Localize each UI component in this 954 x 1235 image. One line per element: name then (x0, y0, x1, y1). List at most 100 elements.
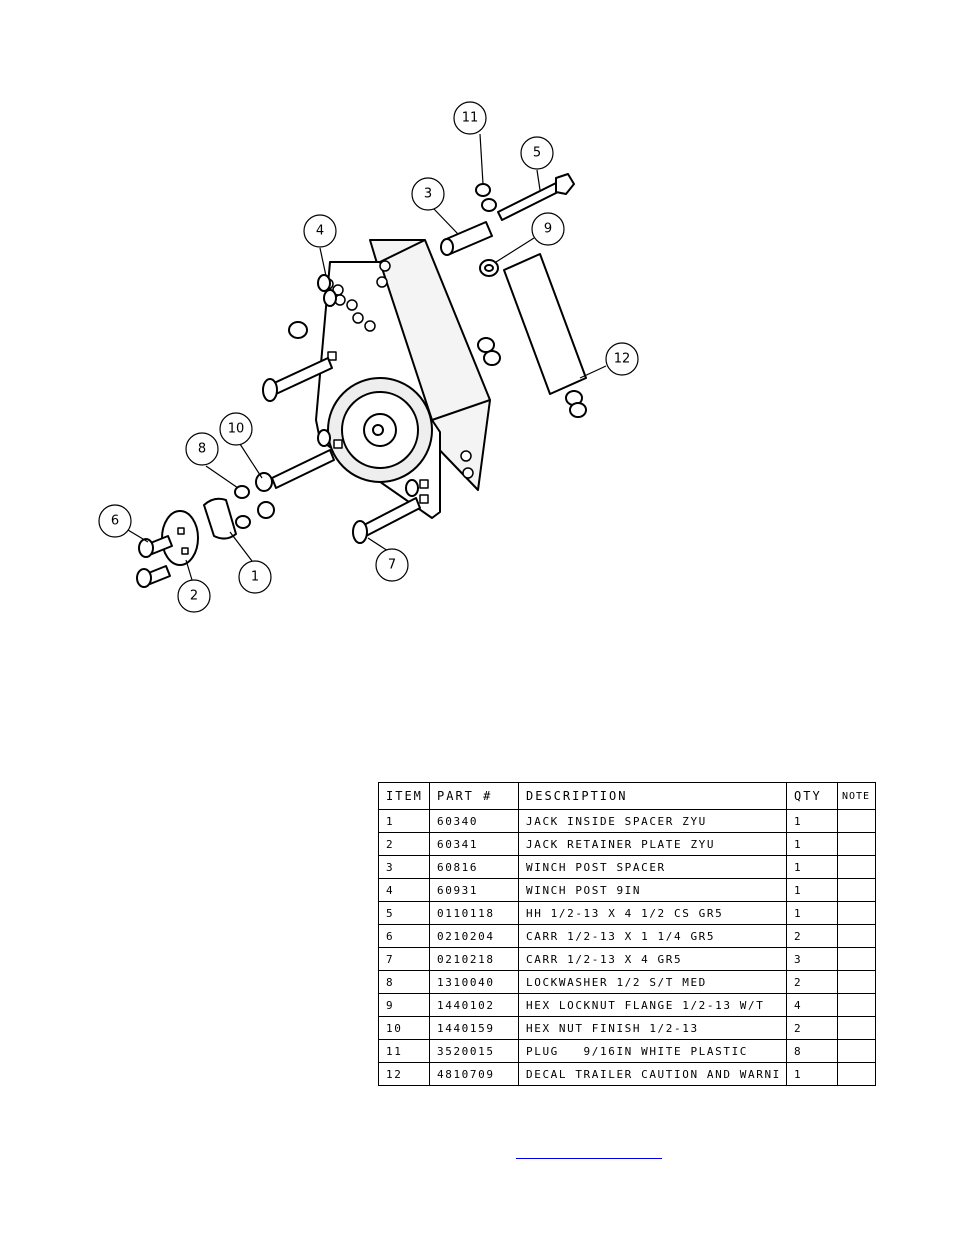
callout-7-label: 7 (388, 558, 396, 573)
callout-11-bubble (453, 101, 487, 135)
callout-5-label: 5 (533, 146, 541, 161)
cell-description: PLUG 9/16IN WHITE PLASTIC (518, 1039, 787, 1063)
cell-qty: 1 (786, 1062, 838, 1086)
callout-6-bubble (98, 504, 132, 538)
header-note: NOTE (837, 782, 876, 810)
decal (503, 253, 587, 395)
callout-11-label: 11 (462, 111, 479, 126)
callout-2-bubble (177, 579, 211, 613)
callout-8-label: 8 (198, 442, 206, 457)
callout-1-bubble (238, 560, 272, 594)
cell-qty: 1 (786, 809, 838, 833)
cell-part: 0210204 (429, 924, 519, 948)
cell-item: 8 (378, 970, 430, 994)
cell-note (837, 855, 876, 879)
cell-part: 1440159 (429, 1016, 519, 1040)
cell-note (837, 947, 876, 971)
cell-qty: 8 (786, 1039, 838, 1063)
callout-9-label: 9 (544, 222, 552, 237)
cell-qty: 1 (786, 832, 838, 856)
callout-2-label: 2 (190, 589, 198, 604)
cell-item: 4 (378, 878, 430, 902)
cell-part: 60341 (429, 832, 519, 856)
cell-item: 11 (378, 1039, 430, 1063)
cell-qty: 4 (786, 993, 838, 1017)
cell-item: 7 (378, 947, 430, 971)
cell-part: 60816 (429, 855, 519, 879)
cell-note (837, 832, 876, 856)
carriage-bolt-lower (361, 497, 421, 537)
callout-10-bubble (219, 412, 253, 446)
cell-description: HEX LOCKNUT FLANGE 1/2-13 W/T (518, 993, 787, 1017)
cell-note (837, 993, 876, 1017)
cell-description: HH 1/2-13 X 4 1/2 CS GR5 (518, 901, 787, 925)
cell-qty: 2 (786, 1016, 838, 1040)
cell-item: 6 (378, 924, 430, 948)
callout-1-label: 1 (251, 570, 259, 585)
cell-qty: 2 (786, 970, 838, 994)
callout-12-bubble (605, 342, 639, 376)
cell-part: 4810709 (429, 1062, 519, 1086)
callout-7-bubble (375, 548, 409, 582)
cell-description: DECAL TRAILER CAUTION AND WARNI (518, 1062, 787, 1086)
cell-part: 0210218 (429, 947, 519, 971)
cell-description: JACK INSIDE SPACER ZYU (518, 809, 787, 833)
cell-description: JACK RETAINER PLATE ZYU (518, 832, 787, 856)
cell-item: 1 (378, 809, 430, 833)
cell-note (837, 809, 876, 833)
cell-qty: 1 (786, 855, 838, 879)
cell-qty: 2 (786, 924, 838, 948)
cell-description: LOCKWASHER 1/2 S/T MED (518, 970, 787, 994)
cell-note (837, 1016, 876, 1040)
callout-8-bubble (185, 432, 219, 466)
jack-inside-spacer (203, 497, 237, 540)
cell-qty: 3 (786, 947, 838, 971)
header-part-number: PART # (429, 782, 519, 810)
cell-part: 60931 (429, 878, 519, 902)
cell-description: HEX NUT FINISH 1/2-13 (518, 1016, 787, 1040)
cell-qty: 1 (786, 901, 838, 925)
callout-6-label: 6 (111, 514, 119, 529)
cell-item: 5 (378, 901, 430, 925)
cell-description: CARR 1/2-13 X 1 1/4 GR5 (518, 924, 787, 948)
cell-note (837, 924, 876, 948)
cell-description: CARR 1/2-13 X 4 GR5 (518, 947, 787, 971)
callout-4-bubble (303, 214, 337, 248)
table-header-row: ITEM PART # DESCRIPTION QTY NOTE (378, 782, 876, 810)
cell-qty: 1 (786, 878, 838, 902)
callout-12-label: 12 (614, 352, 631, 367)
callout-9-bubble (531, 212, 565, 246)
cell-note (837, 970, 876, 994)
header-qty: QTY (786, 782, 838, 810)
cell-note (837, 901, 876, 925)
cell-description: WINCH POST SPACER (518, 855, 787, 879)
carriage-bolt-middle (271, 449, 335, 489)
cell-item: 2 (378, 832, 430, 856)
cell-note (837, 878, 876, 902)
cell-note (837, 1062, 876, 1086)
cell-part: 60340 (429, 809, 519, 833)
callout-10-label: 10 (228, 422, 245, 437)
callout-4-label: 4 (316, 224, 324, 239)
header-description: DESCRIPTION (518, 782, 787, 810)
cell-item: 9 (378, 993, 430, 1017)
cell-item: 10 (378, 1016, 430, 1040)
hyperlink-underline[interactable] (516, 1158, 662, 1159)
exploded-assembly-diagram: 1 2 3 4 5 6 7 8 9 10 11 12 (98, 101, 639, 613)
cell-part: 1310040 (429, 970, 519, 994)
header-item: ITEM (378, 782, 430, 810)
cell-part: 3520015 (429, 1039, 519, 1063)
cell-part: 0110118 (429, 901, 519, 925)
